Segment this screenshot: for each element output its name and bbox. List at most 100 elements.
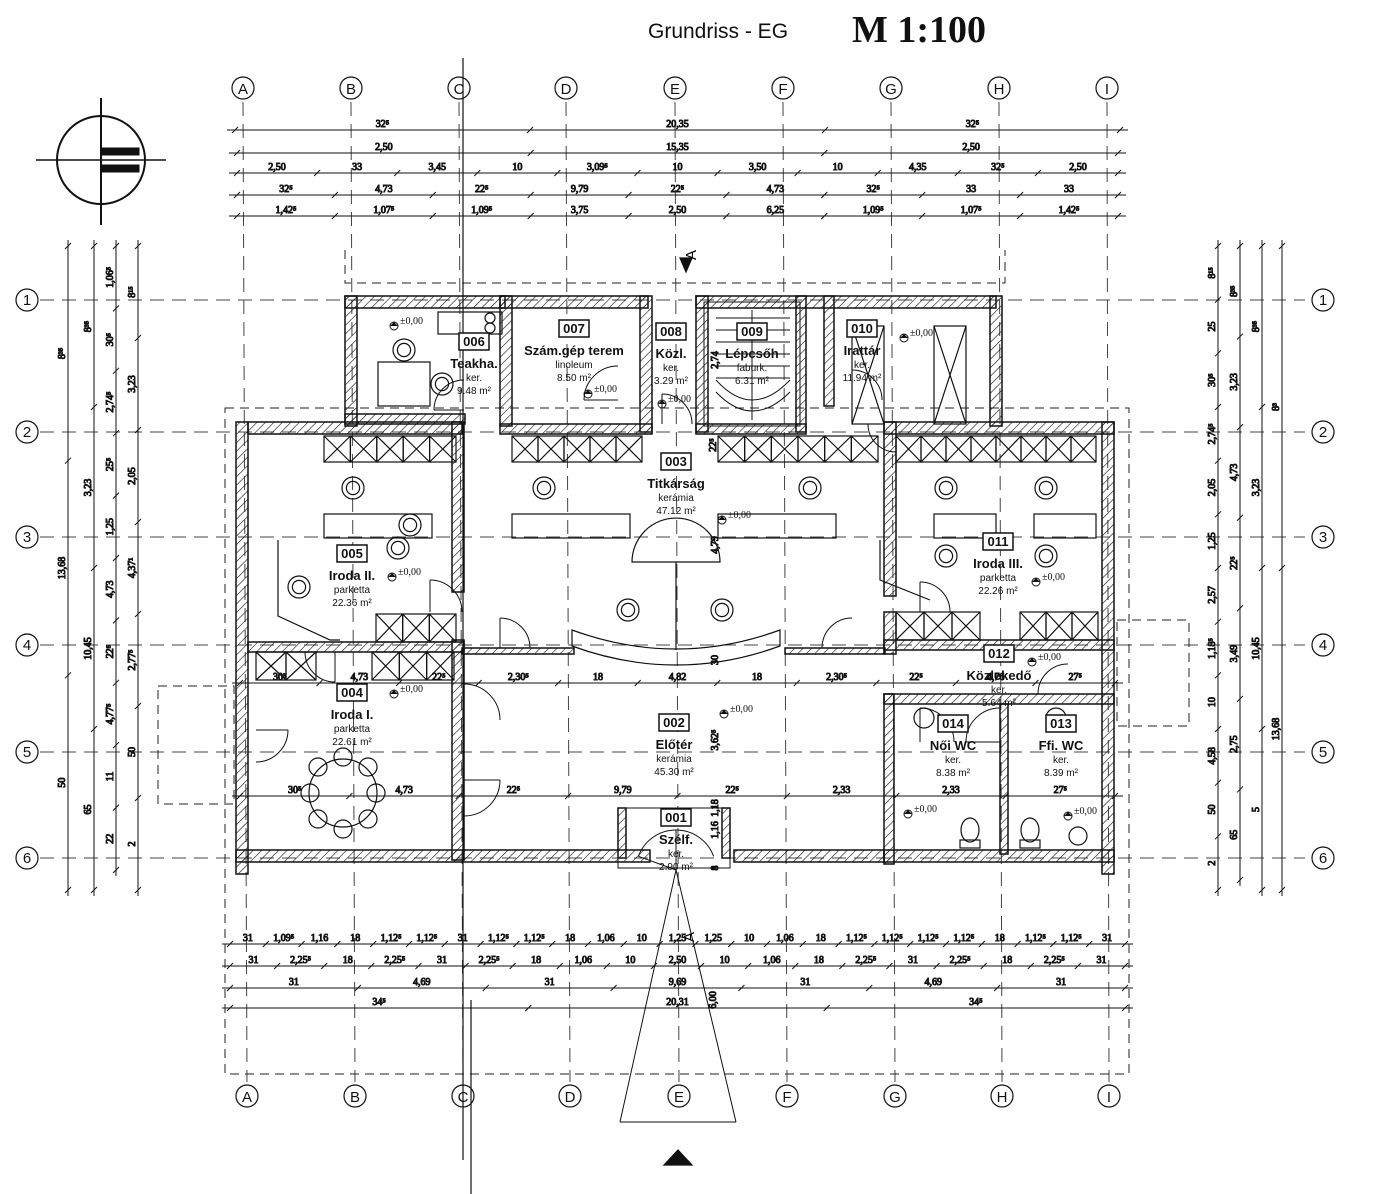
dim-text: 1,06 bbox=[763, 955, 781, 966]
dim-tick bbox=[64, 457, 72, 465]
axis-bubble-left bbox=[15, 420, 39, 444]
room-number: 005 bbox=[341, 546, 363, 561]
dim-tick bbox=[112, 429, 120, 437]
room-number: 003 bbox=[665, 454, 687, 469]
room-floor: parketta bbox=[334, 724, 371, 735]
dim-text: 27⁵ bbox=[1054, 785, 1068, 796]
room-floor: linoleum bbox=[555, 360, 592, 371]
stove-burner bbox=[484, 322, 496, 334]
dim-tick bbox=[906, 940, 914, 948]
axis-bubble-top bbox=[231, 76, 255, 100]
dim-tick bbox=[233, 169, 241, 177]
dim-text: 10 bbox=[512, 162, 522, 173]
section-marker-bottom: A bbox=[681, 932, 698, 942]
dim-text: 22⁵ bbox=[432, 672, 446, 683]
dim-tick bbox=[429, 191, 437, 199]
dim-text: 6,25 bbox=[767, 205, 785, 216]
dim-tick bbox=[112, 554, 120, 562]
dim-text: 10 bbox=[720, 955, 730, 966]
dim-text: 2,25⁵ bbox=[1044, 955, 1065, 966]
dim-tick bbox=[112, 679, 120, 687]
grid-line-col bbox=[674, 101, 680, 1083]
dim-text: 10 bbox=[637, 933, 647, 944]
level-marks: ±0,00±0,00±0,00±0,00±0,00±0,00±0,00±0,00… bbox=[387, 316, 1097, 821]
axis-label-top: E bbox=[670, 81, 680, 98]
axis-bubble-bottom bbox=[667, 1084, 691, 1108]
dim-text-interior: 4,79 bbox=[710, 536, 721, 554]
wall-segment bbox=[235, 421, 249, 875]
level-mark: ±0,00 bbox=[387, 567, 421, 582]
dim-text: 3,09⁵ bbox=[587, 162, 608, 173]
cabinet-x bbox=[402, 435, 431, 463]
dim-tick bbox=[980, 962, 988, 970]
dim-text: 4,73 bbox=[1229, 464, 1240, 482]
level-mark-text: ±0,00 bbox=[594, 384, 617, 395]
door-arc bbox=[1037, 663, 1069, 695]
level-mark-fill bbox=[1028, 658, 1036, 662]
axis-label-bottom: B bbox=[350, 1089, 360, 1106]
cabinet bbox=[951, 611, 981, 641]
door-arc bbox=[637, 829, 677, 857]
dim-tick bbox=[298, 940, 305, 948]
dim-text: 22⁵ bbox=[909, 672, 923, 683]
room-name: Irattár bbox=[844, 343, 881, 358]
level-mark-text: ±0,00 bbox=[730, 704, 753, 715]
dim-text: 1,18⁵ bbox=[1207, 638, 1218, 659]
room-number: 009 bbox=[741, 324, 763, 339]
chair bbox=[386, 536, 410, 560]
dim-tick bbox=[231, 126, 239, 134]
axis-label-bottom: F bbox=[782, 1089, 791, 1106]
drawing-scale: M 1:100 bbox=[852, 9, 987, 51]
chair bbox=[398, 513, 422, 537]
dim-tick bbox=[1278, 242, 1286, 250]
axis-bubble-bottom bbox=[558, 1084, 582, 1108]
door-arc bbox=[429, 579, 463, 613]
chair bbox=[710, 598, 734, 622]
dim-text: 13,68 bbox=[1271, 718, 1282, 741]
axis-label-top: H bbox=[994, 81, 1005, 98]
cabinet-x bbox=[895, 611, 925, 641]
dim-text: 1,12⁵ bbox=[846, 933, 867, 944]
dim-text: 2,25⁵ bbox=[855, 955, 876, 966]
dim-text: 1,12⁵ bbox=[882, 933, 903, 944]
reception-desk bbox=[571, 629, 781, 666]
axis-bubble-bottom bbox=[1097, 1084, 1121, 1108]
dim-text: 2,74⁵ bbox=[105, 392, 116, 413]
level-mark-fill bbox=[900, 334, 908, 338]
room-name: Iroda I. bbox=[331, 707, 374, 722]
dim-tick bbox=[1214, 779, 1222, 787]
dim-tick bbox=[821, 126, 829, 134]
dim-tick bbox=[1121, 984, 1129, 992]
dim-text: 18 bbox=[752, 672, 762, 683]
dim-tick bbox=[1214, 403, 1222, 411]
dim-tick bbox=[978, 940, 986, 948]
dim-text: 18 bbox=[816, 933, 826, 944]
dim-tick bbox=[524, 1004, 532, 1012]
dim-text: 50 bbox=[127, 747, 138, 757]
dim-text: 4,73 bbox=[395, 785, 413, 796]
dim-tick bbox=[1114, 212, 1122, 220]
axis-bubble-left bbox=[15, 633, 39, 657]
room-number-box bbox=[660, 452, 692, 471]
dim-tick bbox=[1214, 510, 1222, 518]
level-mark: ±0,00 bbox=[1031, 572, 1065, 587]
axis-label-left: 2 bbox=[23, 424, 31, 441]
dim-text: 32⁵ bbox=[867, 184, 881, 195]
dim-text: 8³⁵ bbox=[83, 321, 94, 332]
dim-text: 31 bbox=[289, 977, 299, 988]
section-marker-top: A bbox=[683, 250, 700, 260]
dim-tick bbox=[1114, 191, 1122, 199]
axis-label-left: 5 bbox=[23, 744, 31, 761]
meeting-chair bbox=[300, 783, 320, 803]
dim-tick bbox=[1236, 786, 1244, 793]
room-number: 013 bbox=[1050, 716, 1072, 731]
dim-tick bbox=[744, 962, 752, 970]
toilet bbox=[960, 817, 980, 843]
axis-bubble-top bbox=[987, 76, 1011, 100]
dim-text: 2,50 bbox=[962, 142, 980, 153]
dim-text: 1,25 bbox=[105, 518, 116, 536]
wall-segment bbox=[499, 423, 653, 435]
